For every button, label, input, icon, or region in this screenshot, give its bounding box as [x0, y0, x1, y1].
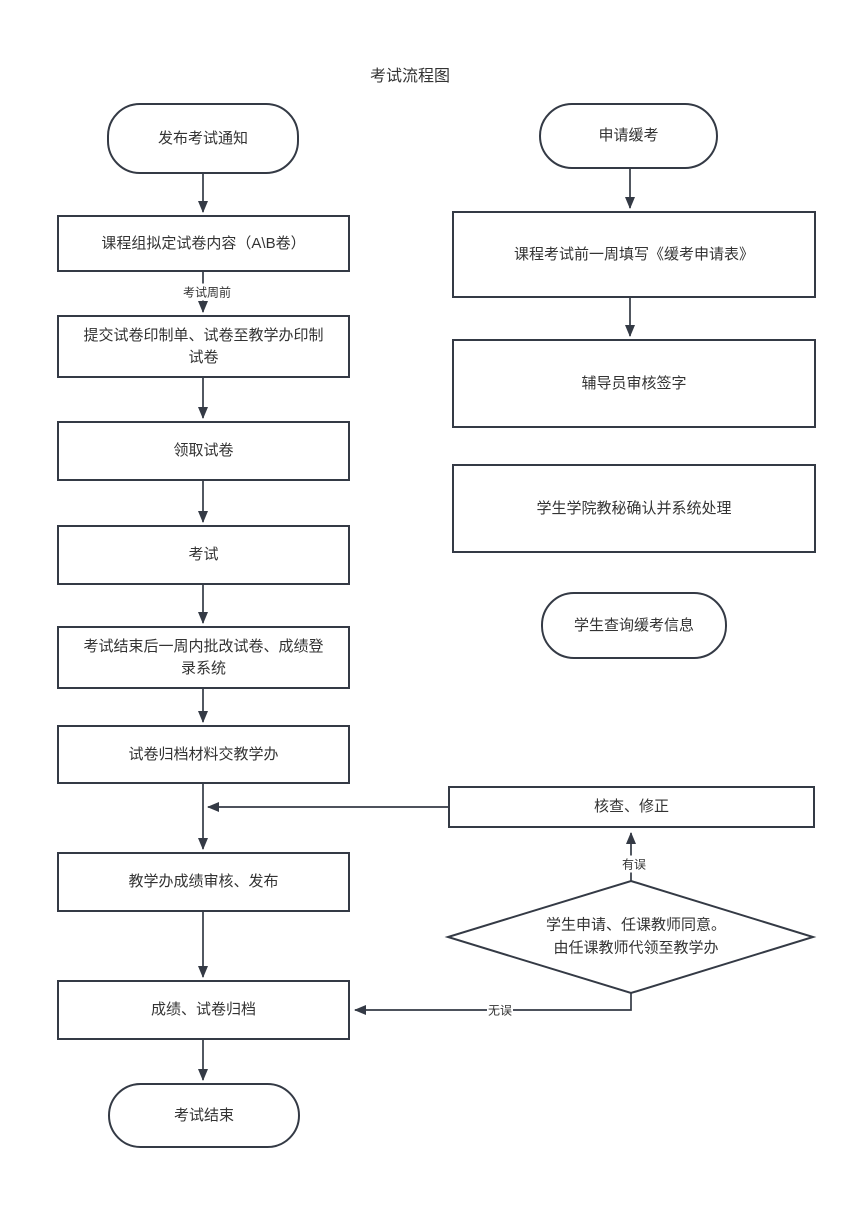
node-counselor-sign: 辅导员审核签字: [452, 339, 816, 428]
node-apply-deferred-exam: 申请缓考: [539, 103, 718, 169]
node-secretary-confirm: 学生学院教秘确认并系统处理: [452, 464, 816, 553]
node-check-correct: 核查、修正: [448, 786, 815, 828]
page-title: 考试流程图: [369, 68, 450, 85]
edge-label-has-error: 有误: [620, 855, 648, 873]
node-publish-exam-notice: 发布考试通知: [107, 103, 299, 174]
node-office-review-publish: 教学办成绩审核、发布: [57, 852, 350, 912]
node-submit-print: 提交试卷印制单、试卷至教学办印制试卷: [57, 315, 350, 378]
node-archive-materials: 试卷归档材料交教学办: [57, 725, 350, 784]
node-grade-register: 考试结束后一周内批改试卷、成绩登录系统: [57, 626, 350, 689]
decision-diamond-shape: [444, 879, 817, 995]
node-exam-end: 考试结束: [108, 1083, 300, 1148]
decision-diamond-label: 学生申请、任课教师同意。 由任课教师代领至教学办: [546, 915, 726, 960]
edge-decision-noerror-to-archive: [354, 993, 632, 1015]
node-draft-papers: 课程组拟定试卷内容（A\B卷）: [57, 215, 350, 272]
node-fill-deferred-form: 课程考试前一周填写《缓考申请表》: [452, 211, 816, 298]
node-exam: 考试: [57, 525, 350, 585]
node-collect-papers: 领取试卷: [57, 421, 350, 481]
decision-line-2: 由任课教师代领至教学办: [553, 939, 719, 956]
edge-label-before-exam-week: 考试周前: [181, 283, 233, 301]
decision-line-1: 学生申请、任课教师同意。: [545, 916, 727, 934]
node-final-archive: 成绩、试卷归档: [57, 980, 350, 1040]
node-student-query-info: 学生查询缓考信息: [541, 592, 727, 659]
edge-label-no-error: 无误: [486, 1001, 514, 1019]
